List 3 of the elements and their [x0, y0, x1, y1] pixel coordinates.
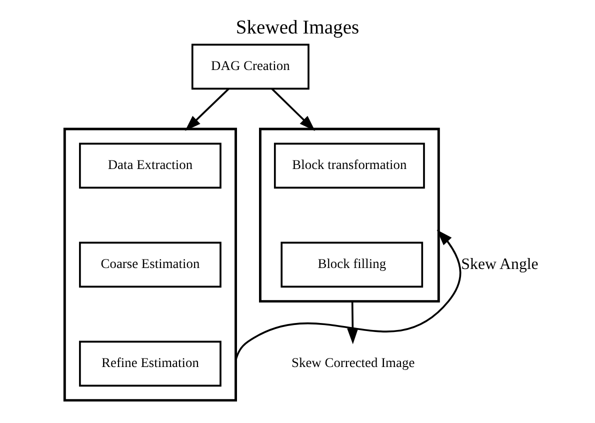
- diagram-title: Skewed Images: [236, 17, 360, 38]
- node-text: Skew Corrected Image: [292, 355, 415, 370]
- edge-label: Skew Angle: [461, 256, 538, 273]
